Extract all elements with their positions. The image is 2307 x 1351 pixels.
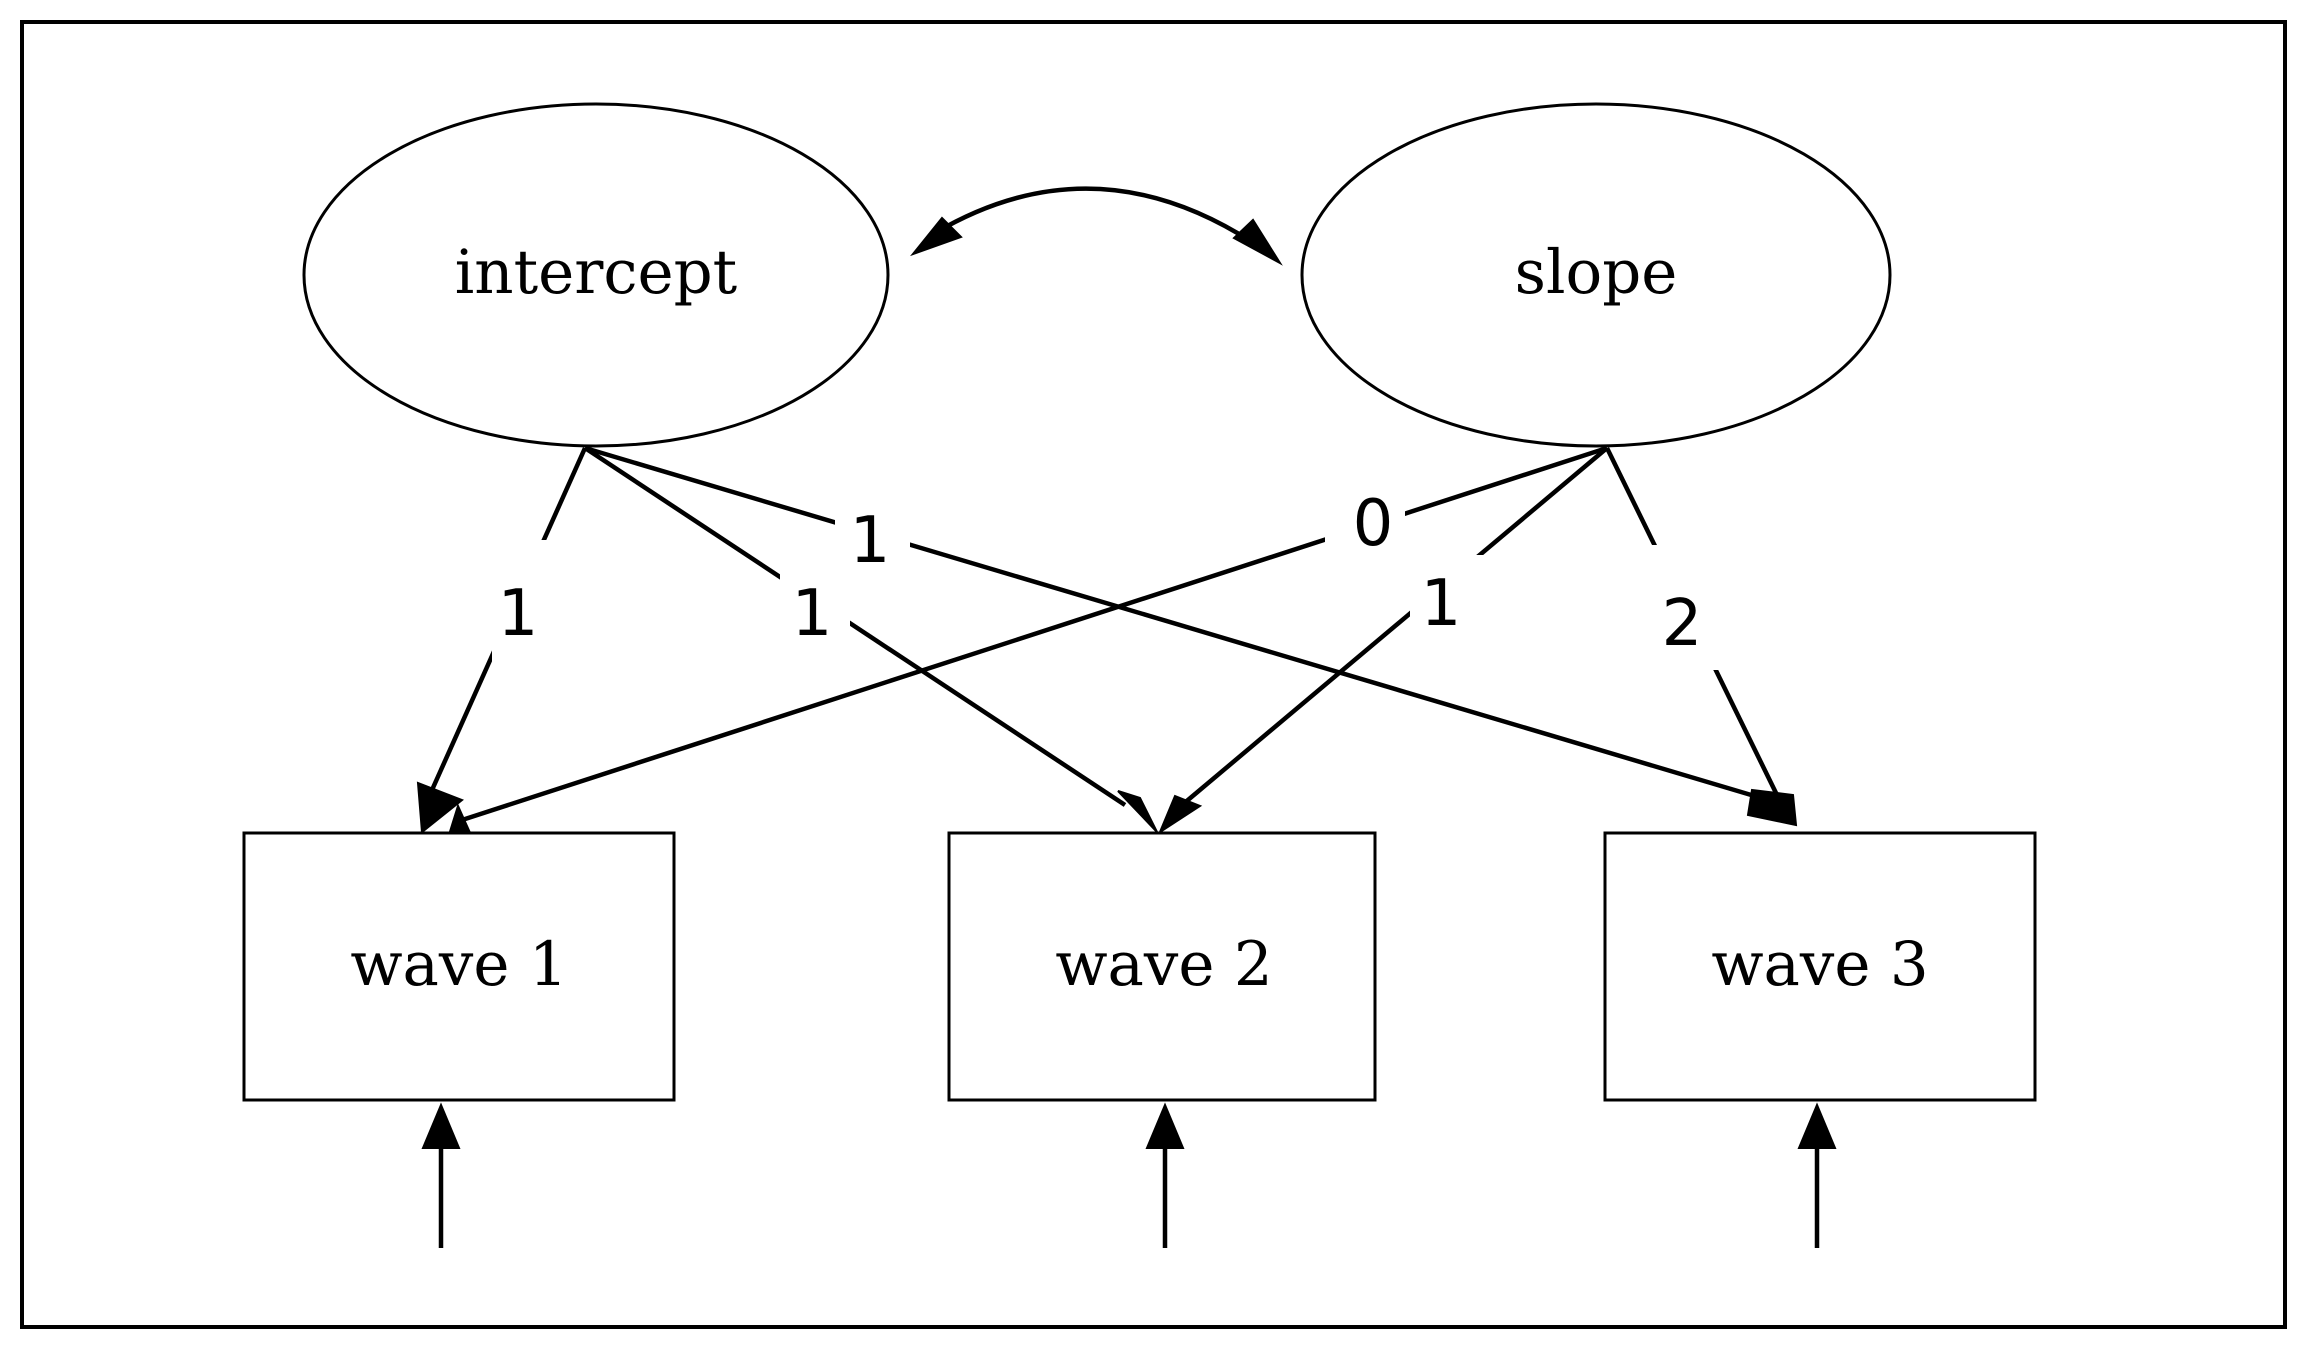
arrowhead-wave2-left xyxy=(1117,790,1158,833)
loading-label-intercept-wave2: 1 xyxy=(792,577,833,651)
intercept-ellipse xyxy=(302,102,890,448)
slope-ellipse xyxy=(1300,102,1892,448)
arrowhead-wave1-left xyxy=(416,781,464,834)
loading-label-slope-wave3: 2 xyxy=(1662,587,1703,661)
loading-labels: 1 1 1 0 1 2 xyxy=(492,482,1720,670)
loading-label-slope-wave2: 1 xyxy=(1421,567,1462,641)
wave3-box xyxy=(1603,831,2037,1102)
arrowhead-wave2-right xyxy=(1157,794,1203,835)
wave2-label: wave 2 xyxy=(1055,929,1272,1000)
edge-slope-wave2 xyxy=(1180,446,1609,807)
loading-label-intercept-wave1: 1 xyxy=(498,577,539,651)
arrowhead-wave3 xyxy=(1746,788,1798,827)
observed-node-wave1: wave 1 xyxy=(242,831,676,1102)
slope-label: slope xyxy=(1515,237,1678,308)
intercept-label: intercept xyxy=(455,237,738,308)
latent-node-intercept: intercept xyxy=(302,102,890,448)
edge-intercept-wave2 xyxy=(583,446,1127,807)
loading-label-intercept-wave3: 1 xyxy=(850,504,891,578)
covariance-arrow xyxy=(910,186,1283,266)
label-bg-intercept-wave1 xyxy=(492,540,548,670)
label-bg-slope-wave3 xyxy=(1640,545,1720,670)
wave2-box xyxy=(947,831,1377,1102)
latent-node-slope: slope xyxy=(1300,102,1892,448)
covariance-arrowhead-right xyxy=(1232,218,1283,266)
covariance-arrowhead-left xyxy=(910,216,963,257)
edge-intercept-wave3 xyxy=(584,445,1769,803)
residual-arrowhead-wave2 xyxy=(1145,1102,1185,1149)
observed-node-wave2: wave 2 xyxy=(947,831,1377,1102)
observed-node-wave3: wave 3 xyxy=(1603,831,2037,1102)
loading-label-slope-wave1: 0 xyxy=(1353,487,1394,561)
residual-arrowhead-wave1 xyxy=(421,1102,461,1149)
wave3-label: wave 3 xyxy=(1711,929,1928,1000)
residual-arrows xyxy=(421,1102,1837,1248)
label-bg-intercept-wave3 xyxy=(835,500,910,580)
wave1-box xyxy=(242,831,676,1102)
loading-edges xyxy=(429,445,1780,823)
label-bg-slope-wave1 xyxy=(1325,482,1405,562)
label-bg-slope-wave2 xyxy=(1410,555,1485,640)
residual-arrowhead-wave3 xyxy=(1797,1102,1837,1149)
wave1-label: wave 1 xyxy=(350,929,567,1000)
edge-slope-wave1 xyxy=(461,445,1608,823)
covariance-curve xyxy=(933,186,1254,244)
diagram-frame xyxy=(20,20,2287,1329)
